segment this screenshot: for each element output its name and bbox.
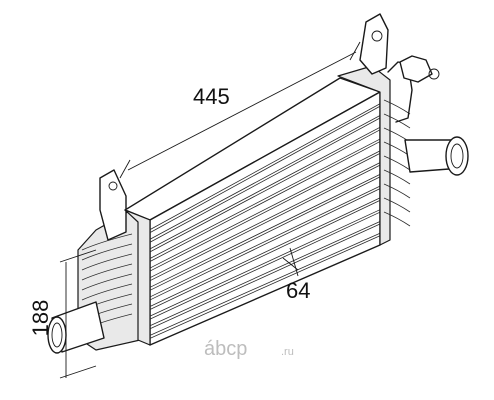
watermark: ábcp .ru <box>204 338 294 360</box>
right-mounting-bracket <box>359 13 389 75</box>
watermark-brand: ábcp <box>204 338 247 360</box>
intercooler-core <box>124 65 391 346</box>
dimension-length: 445 <box>119 41 361 179</box>
dimension-label-length: 445 <box>193 84 230 109</box>
dimension-line-length <box>127 51 357 171</box>
sensor-connector <box>399 55 433 83</box>
dimension-label-thickness: 64 <box>286 278 310 303</box>
core-side-plate <box>124 209 151 346</box>
dimension-thickness: 64 <box>282 247 310 303</box>
right-end-tank <box>359 13 469 227</box>
core-fins <box>149 103 381 339</box>
left-mounting-bracket <box>99 169 127 241</box>
left-end-tank <box>47 169 151 354</box>
right-bellows <box>383 99 411 227</box>
dimension-height: 188 <box>28 249 97 379</box>
watermark-suffix: .ru <box>281 346 294 358</box>
dimension-label-height: 188 <box>28 300 53 337</box>
right-pipe-opening <box>445 136 469 176</box>
